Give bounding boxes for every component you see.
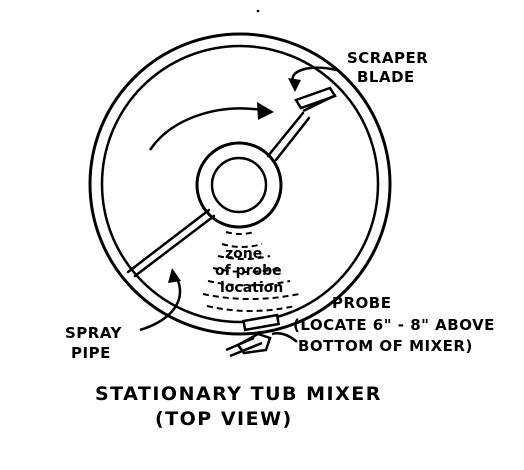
rim-mark bbox=[256, 9, 260, 13]
spray-leader-arrowhead bbox=[168, 268, 181, 283]
rotation-arrowhead bbox=[257, 102, 274, 120]
spray-label-line2: PIPE bbox=[71, 344, 111, 362]
scraper-leader-arrowhead bbox=[288, 78, 301, 92]
probe bbox=[225, 313, 281, 358]
diagram-title: STATIONARY TUB MIXER bbox=[95, 383, 382, 405]
diagram-subtitle: (TOP VIEW) bbox=[155, 408, 293, 430]
rotation-arrow bbox=[148, 102, 274, 151]
probe-zone-hatching bbox=[202, 231, 300, 312]
tub-inner-rim bbox=[100, 44, 380, 324]
scraper-blade bbox=[294, 86, 337, 113]
zone-label-line1: zone bbox=[225, 246, 262, 262]
leader-lines bbox=[139, 66, 337, 343]
hub-inner-ring bbox=[210, 156, 268, 214]
tub-outer-rim bbox=[88, 32, 392, 336]
spray-leader bbox=[139, 275, 182, 332]
scraper-label-line1: SCRAPER bbox=[347, 49, 428, 67]
probe-label-line1: PROBE bbox=[332, 294, 391, 312]
spray-label-line1: SPRAY bbox=[65, 324, 123, 342]
scraper-label-line2: BLADE bbox=[357, 68, 415, 86]
probe-label-line2: (LOCATE 6" - 8" ABOVE bbox=[293, 316, 495, 334]
tub-wall bbox=[88, 32, 392, 336]
probe-label-line3: BOTTOM OF MIXER) bbox=[298, 337, 473, 355]
zone-label-line2: of probe bbox=[215, 263, 282, 279]
probe-leader bbox=[271, 332, 298, 343]
zone-label-line3: location bbox=[220, 280, 283, 296]
center-hub bbox=[195, 141, 283, 229]
probe-body bbox=[242, 313, 281, 332]
spray-pipe bbox=[126, 111, 311, 278]
